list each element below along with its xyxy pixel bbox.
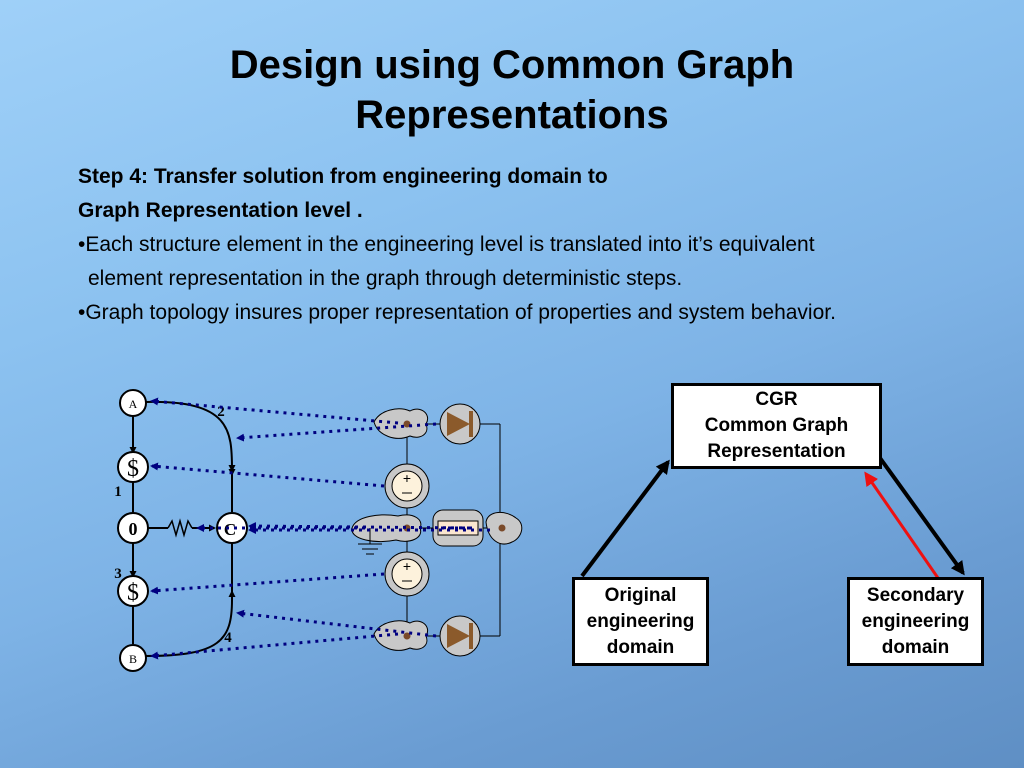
step-line1: Step 4: Transfer solution from engineeri…: [78, 165, 608, 188]
svg-text:+: +: [403, 558, 411, 574]
source-edge-3: $: [117, 575, 149, 607]
port-blob-bottom: [373, 620, 428, 651]
secondary-box-line2: engineering: [861, 610, 970, 632]
secondary-domain-box: Secondary engineering domain: [847, 577, 984, 666]
original-box-line2: engineering: [586, 610, 695, 632]
edge-label-4: 4: [224, 630, 232, 646]
original-box-line3: domain: [606, 636, 675, 658]
map-arrow-edge3: [150, 572, 385, 595]
map-arrow-edge1: [150, 462, 385, 488]
slide-title: Design using Common Graph Representation…: [0, 40, 1024, 140]
svg-text:$: $: [127, 456, 139, 482]
voltage-source-lower: +: [384, 551, 430, 597]
node-zero-label: 0: [129, 519, 138, 539]
svg-text:$: $: [127, 580, 139, 606]
original-box-line1: Original: [604, 584, 677, 606]
cgr-box-line1: CGR: [755, 389, 798, 410]
secondary-box-line3: domain: [881, 636, 950, 658]
step-line2: Graph Representation level .: [78, 199, 363, 222]
slide-title-line2: Representations: [355, 93, 669, 137]
voltage-source-upper: +: [384, 463, 430, 509]
svg-text:+: +: [403, 470, 411, 486]
edge-label-2: 2: [217, 404, 225, 420]
map-arrow-b: [150, 632, 399, 660]
node-c: C: [216, 512, 248, 544]
resistor-element: [432, 509, 484, 547]
edge-label-1: 1: [114, 484, 122, 500]
slide-title-line1: Design using Common Graph: [229, 43, 795, 87]
diode-top: [439, 403, 481, 445]
node-b: B: [119, 644, 147, 672]
map-arrow-edge2: [236, 422, 437, 442]
cgr-arrows: [580, 456, 965, 579]
node-a: A: [119, 389, 147, 417]
source-edge-1: $: [117, 451, 149, 483]
arrow-original-to-cgr: [580, 459, 670, 578]
cgr-box-line3: Representation: [707, 441, 846, 462]
node-a-label: A: [129, 397, 138, 411]
graph-edges: [129, 400, 236, 657]
original-domain-box: Original engineering domain: [572, 577, 709, 666]
secondary-box-line1: Secondary: [866, 584, 965, 606]
port-blob-right: [485, 512, 523, 545]
bullet2-line: •Graph topology insures proper represent…: [78, 301, 836, 324]
mapping-arrows: [150, 397, 490, 660]
edge-label-3: 3: [114, 566, 122, 582]
map-arrow-edge4: [236, 609, 437, 638]
node-zero: 0: [117, 512, 149, 544]
bullet1-line1: •Each structure element in the engineeri…: [78, 233, 815, 256]
cgr-box-line2: Common Graph: [704, 415, 849, 436]
node-c-label: C: [224, 520, 236, 539]
diode-bottom: [439, 615, 481, 657]
arrow-secondary-to-cgr: [864, 471, 940, 579]
bullet1-line2: element representation in the graph thro…: [88, 267, 683, 290]
arrow-cgr-to-secondary: [878, 456, 965, 576]
port-blob-top: [373, 408, 428, 439]
map-arrow-a: [150, 397, 399, 425]
cgr-box: CGR Common Graph Representation: [671, 383, 882, 469]
node-b-label: B: [129, 652, 137, 666]
slide-body: Step 4: Transfer solution from engineeri…: [78, 160, 1018, 330]
